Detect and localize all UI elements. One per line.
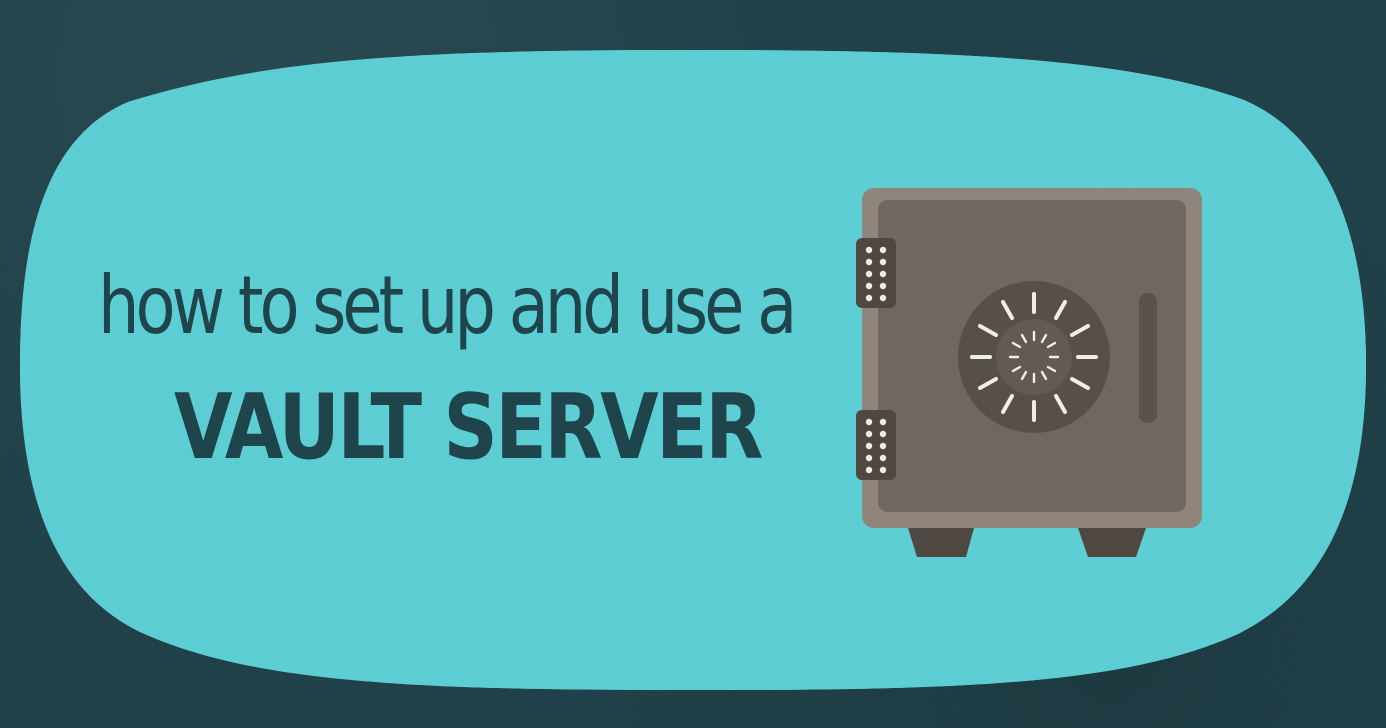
title-line-1: how to set up and use a [98,259,797,352]
title-group: how to set up and use a VAULT SERVER [98,262,818,492]
title-line-2: VAULT SERVER [174,375,763,480]
